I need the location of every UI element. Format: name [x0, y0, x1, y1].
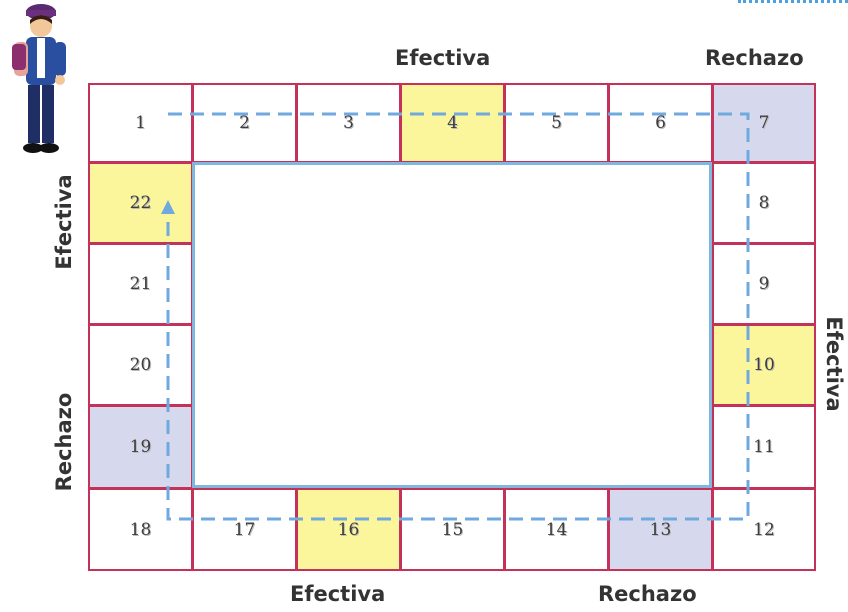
player-figure-icon: [4, 2, 74, 162]
board-cell-efectiva[interactable]: 22: [88, 162, 193, 244]
label-bottom-efectiva: Efectiva: [290, 582, 385, 606]
cell-number: 21: [130, 274, 152, 294]
board-cell-efectiva[interactable]: 10: [712, 324, 816, 406]
board-cell[interactable]: 12: [712, 488, 816, 571]
board-cell-rechazo[interactable]: 13: [608, 488, 713, 571]
board-cell[interactable]: 20: [88, 324, 193, 406]
board-center-area: [192, 162, 712, 488]
cell-number: 5: [551, 113, 562, 133]
board-cell-efectiva[interactable]: 4: [400, 83, 505, 163]
board-cell-efectiva[interactable]: 16: [296, 488, 401, 571]
board-cell[interactable]: 18: [88, 488, 193, 571]
label-top-efectiva: Efectiva: [395, 46, 490, 70]
cell-number: 6: [655, 113, 666, 133]
cell-number: 2: [239, 113, 250, 133]
board-cell[interactable]: 17: [192, 488, 297, 571]
cell-number: 13: [650, 520, 672, 540]
cell-number: 3: [343, 113, 354, 133]
cell-number: 18: [130, 520, 152, 540]
cell-number: 20: [130, 355, 152, 375]
cell-number: 4: [447, 113, 458, 133]
board-cell[interactable]: 21: [88, 243, 193, 325]
label-right-efectiva: Efectiva: [822, 316, 846, 411]
cell-number: 9: [759, 274, 770, 294]
cell-number: 15: [442, 520, 464, 540]
board-cell-rechazo[interactable]: 19: [88, 405, 193, 489]
label-bottom-rechazo: Rechazo: [598, 582, 697, 606]
cell-number: 12: [753, 520, 775, 540]
board-cell[interactable]: 9: [712, 243, 816, 325]
board-cell-rechazo[interactable]: 7: [712, 83, 816, 163]
board-cell[interactable]: 11: [712, 405, 816, 489]
board-cell[interactable]: 14: [504, 488, 609, 571]
board-cell[interactable]: 5: [504, 83, 609, 163]
cell-number: 22: [130, 193, 152, 213]
cell-number: 7: [759, 113, 770, 133]
corner-dotted-mark: [738, 0, 848, 7]
board-cell[interactable]: 8: [712, 162, 816, 244]
label-left-efectiva: Efectiva: [52, 174, 76, 269]
cell-number: 8: [759, 193, 770, 213]
board-cell[interactable]: 6: [608, 83, 713, 163]
label-top-rechazo: Rechazo: [705, 46, 804, 70]
label-left-rechazo: Rechazo: [52, 393, 76, 492]
cell-number: 17: [234, 520, 256, 540]
board-cell[interactable]: 15: [400, 488, 505, 571]
board-cell[interactable]: 1: [88, 83, 193, 163]
cell-number: 14: [546, 520, 568, 540]
board-cell[interactable]: 2: [192, 83, 297, 163]
cell-number: 16: [338, 520, 360, 540]
cell-number: 11: [753, 437, 775, 457]
board-cell[interactable]: 3: [296, 83, 401, 163]
cell-number: 10: [753, 355, 775, 375]
cell-number: 19: [130, 437, 152, 457]
cell-number: 1: [135, 113, 146, 133]
